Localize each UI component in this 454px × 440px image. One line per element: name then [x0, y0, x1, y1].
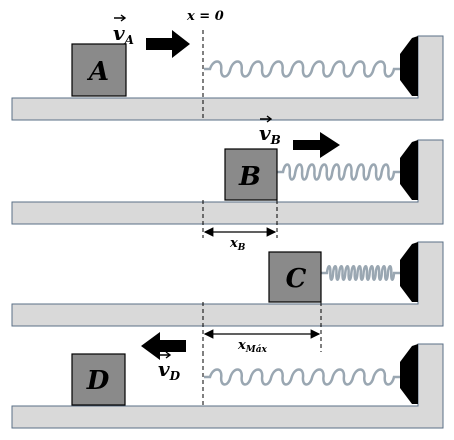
- velocity-arrow-a: [146, 30, 190, 58]
- spring-b: [277, 163, 400, 181]
- vector-hat-a: [114, 14, 127, 22]
- scene-b: B vB xB: [11, 115, 444, 253]
- block-a-label: A: [86, 57, 109, 87]
- spring-d: [204, 368, 400, 386]
- block-a: [71, 43, 127, 97]
- x-zero-label: x = 0: [186, 9, 224, 24]
- scene-d: D vD: [11, 332, 444, 429]
- dimension-label-b: xB: [229, 236, 246, 253]
- ground-track-a: [11, 35, 444, 121]
- scene-a: A vA x = 0: [11, 9, 444, 121]
- ground-track-b: [11, 139, 444, 225]
- block-c-label: C: [286, 264, 307, 294]
- wall-mount-a: [400, 36, 418, 96]
- block-b: [224, 148, 278, 201]
- spring-c: [321, 265, 400, 281]
- wall-mount-d: [400, 344, 418, 404]
- scene-c: C xMáx: [11, 241, 444, 355]
- ground-track-d: [11, 343, 444, 429]
- ground-track-c: [11, 241, 444, 327]
- vector-hat-b: [260, 115, 273, 123]
- velocity-label-a: vA: [113, 21, 134, 47]
- wall-mount-b: [400, 140, 418, 200]
- vector-hat-d: [159, 351, 172, 359]
- velocity-label-d: vD: [158, 357, 181, 383]
- dimension-label-c: xMáx: [237, 338, 268, 355]
- block-d: [71, 353, 126, 406]
- velocity-label-b: vB: [259, 121, 281, 147]
- block-c: [268, 251, 322, 303]
- block-d-label: D: [86, 366, 110, 396]
- block-b-label: B: [238, 162, 261, 192]
- velocity-arrow-b: [293, 132, 340, 158]
- velocity-arrow-d: [141, 332, 186, 360]
- wall-mount-c: [400, 242, 418, 302]
- spring-a: [204, 60, 400, 78]
